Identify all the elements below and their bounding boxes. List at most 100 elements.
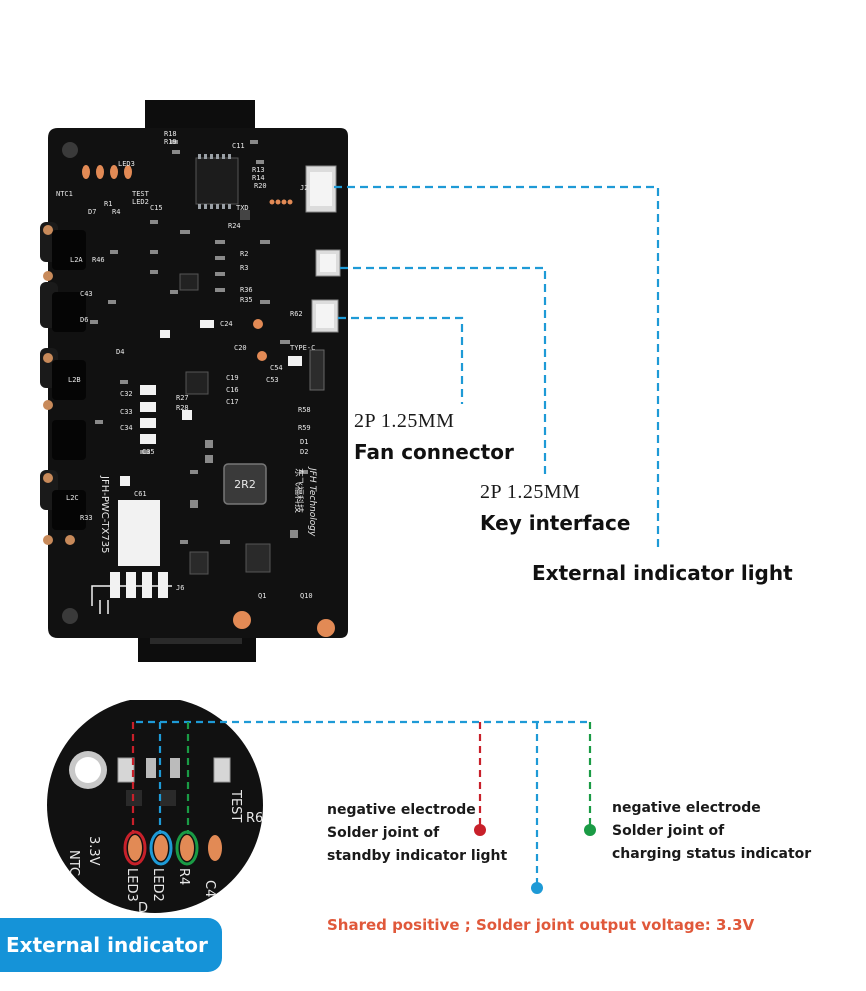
zoom-label: 3.3V bbox=[86, 836, 101, 866]
silk-label: R19 bbox=[164, 138, 177, 146]
silk-label: L2B bbox=[68, 376, 81, 384]
key-spec: 2P 1.25MM bbox=[480, 481, 581, 503]
silk-label: C61 bbox=[134, 490, 147, 498]
silk-label: R36 bbox=[240, 286, 253, 294]
external-indicator-badge: External indicator bbox=[0, 918, 222, 972]
silk-label: R3 bbox=[240, 264, 248, 272]
type-c-port bbox=[309, 349, 325, 391]
silk-label: TXD bbox=[236, 204, 249, 212]
silk-label: R58 bbox=[298, 406, 311, 414]
top-connector bbox=[145, 100, 255, 130]
zoom-label: LED2 bbox=[150, 868, 165, 902]
leader-fan-connector bbox=[338, 316, 464, 404]
silk-label: C32 bbox=[120, 390, 133, 398]
brand-en: JFH Technology bbox=[307, 466, 317, 537]
silk-label: R27 bbox=[176, 394, 189, 402]
zoom-label: D bbox=[138, 901, 148, 916]
silk-label: LED3 bbox=[118, 160, 135, 168]
shared-marker-dot bbox=[531, 882, 543, 894]
charging-marker-dot bbox=[584, 824, 596, 836]
standby-marker-dot bbox=[474, 824, 486, 836]
fan-title: Fan connector bbox=[354, 440, 514, 464]
standby-note-line: negative electrode bbox=[327, 802, 476, 818]
silk-label: D6 bbox=[80, 316, 88, 324]
silk-label: D2 bbox=[300, 448, 308, 456]
leader-lines-bottom bbox=[131, 720, 592, 886]
silk-label: Q1 bbox=[258, 592, 266, 600]
silk-label: D4 bbox=[116, 348, 124, 356]
silk-label: TEST bbox=[132, 190, 150, 198]
silk-label: C19 bbox=[226, 374, 239, 382]
silk-label: R59 bbox=[298, 424, 311, 432]
silk-label: R2 bbox=[240, 250, 248, 258]
silk-label: R33 bbox=[80, 514, 93, 522]
shared-positive-note: Shared positive ; Solder joint output vo… bbox=[327, 916, 755, 934]
silk-label: R14 bbox=[252, 174, 265, 182]
silk-label: C24 bbox=[220, 320, 233, 328]
silk-label: TYPE-C bbox=[290, 344, 315, 352]
silk-label: R20 bbox=[254, 182, 267, 190]
big-pad bbox=[118, 500, 160, 566]
silk-label: C11 bbox=[232, 142, 245, 150]
zoom-label: R6 bbox=[246, 811, 263, 826]
key-title: Key interface bbox=[480, 511, 631, 535]
silk-label: C33 bbox=[120, 408, 133, 416]
zoom-label: R4 bbox=[176, 868, 191, 885]
pad-standby bbox=[128, 835, 142, 861]
fan-spec: 2P 1.25MM bbox=[354, 410, 455, 432]
pad-shared bbox=[154, 835, 168, 861]
indicator-title: External indicator light bbox=[532, 561, 793, 585]
silk-label: R1 bbox=[104, 200, 112, 208]
silk-label: R24 bbox=[228, 222, 241, 230]
silk-label: J2 bbox=[300, 184, 308, 192]
silk-label: C43 bbox=[80, 290, 93, 298]
charging-note-line: negative electrode bbox=[612, 800, 761, 816]
silk-label: L2A bbox=[70, 256, 83, 264]
silk-label: R13 bbox=[252, 166, 265, 174]
silk-label: C15 bbox=[150, 204, 163, 212]
silk-label: Q10 bbox=[300, 592, 313, 600]
silk-label: R18 bbox=[164, 130, 177, 138]
zoom-circle: 3.3V NTC TEST LED3 LED2 R6 R4 C4 D bbox=[47, 697, 263, 916]
led-pads bbox=[82, 165, 132, 179]
pad-charging bbox=[180, 835, 194, 861]
silk-label: C17 bbox=[226, 398, 239, 406]
inductor-label: 2R2 bbox=[234, 478, 256, 491]
silk-label: R62 bbox=[290, 310, 303, 318]
standby-note-line: standby indicator light bbox=[327, 848, 508, 864]
zoom-label: LED3 bbox=[124, 868, 139, 902]
silk-label: R35 bbox=[240, 296, 253, 304]
silk-label: C54 bbox=[270, 364, 283, 372]
silk-label: J6 bbox=[176, 584, 184, 592]
pcb-board: R18 R19 C11 R13 R14 R20 LED3 TEST LED2 N… bbox=[40, 100, 348, 662]
inductor bbox=[223, 463, 267, 505]
charging-note: negative electrode Solder joint of charg… bbox=[612, 797, 811, 866]
zoom-label: TEST bbox=[228, 789, 243, 822]
leader-external-indicator bbox=[334, 185, 660, 548]
standby-note-line: Solder joint of bbox=[327, 825, 440, 841]
zoom-label: C4 bbox=[202, 880, 217, 897]
standby-note: negative electrode Solder joint of stand… bbox=[327, 799, 507, 868]
zoom-label: NTC bbox=[66, 850, 81, 876]
silk-label: C34 bbox=[120, 424, 133, 432]
right-connectors bbox=[305, 165, 341, 391]
charging-note-line: Solder joint of bbox=[612, 823, 725, 839]
silk-label: R4 bbox=[112, 208, 120, 216]
silk-label: R46 bbox=[92, 256, 105, 264]
silk-label: C20 bbox=[234, 344, 247, 352]
silk-label: D1 bbox=[300, 438, 308, 446]
silk-label: LED2 bbox=[132, 198, 149, 206]
silk-label: NTC1 bbox=[56, 190, 73, 198]
charging-note-line: charging status indicator bbox=[612, 846, 812, 862]
white-pads bbox=[110, 320, 302, 598]
silk-label: R28 bbox=[176, 404, 189, 412]
coil-wires bbox=[43, 225, 75, 545]
board-model: JFH-PWC-TX735 bbox=[99, 475, 110, 553]
silk-label: C16 bbox=[226, 386, 239, 394]
silk-label: C53 bbox=[266, 376, 279, 384]
leader-lines-top bbox=[334, 185, 660, 548]
silk-label: D7 bbox=[88, 208, 96, 216]
brand-cn: 东飞福科技 bbox=[293, 468, 305, 513]
silk-label: C35 bbox=[142, 448, 155, 456]
